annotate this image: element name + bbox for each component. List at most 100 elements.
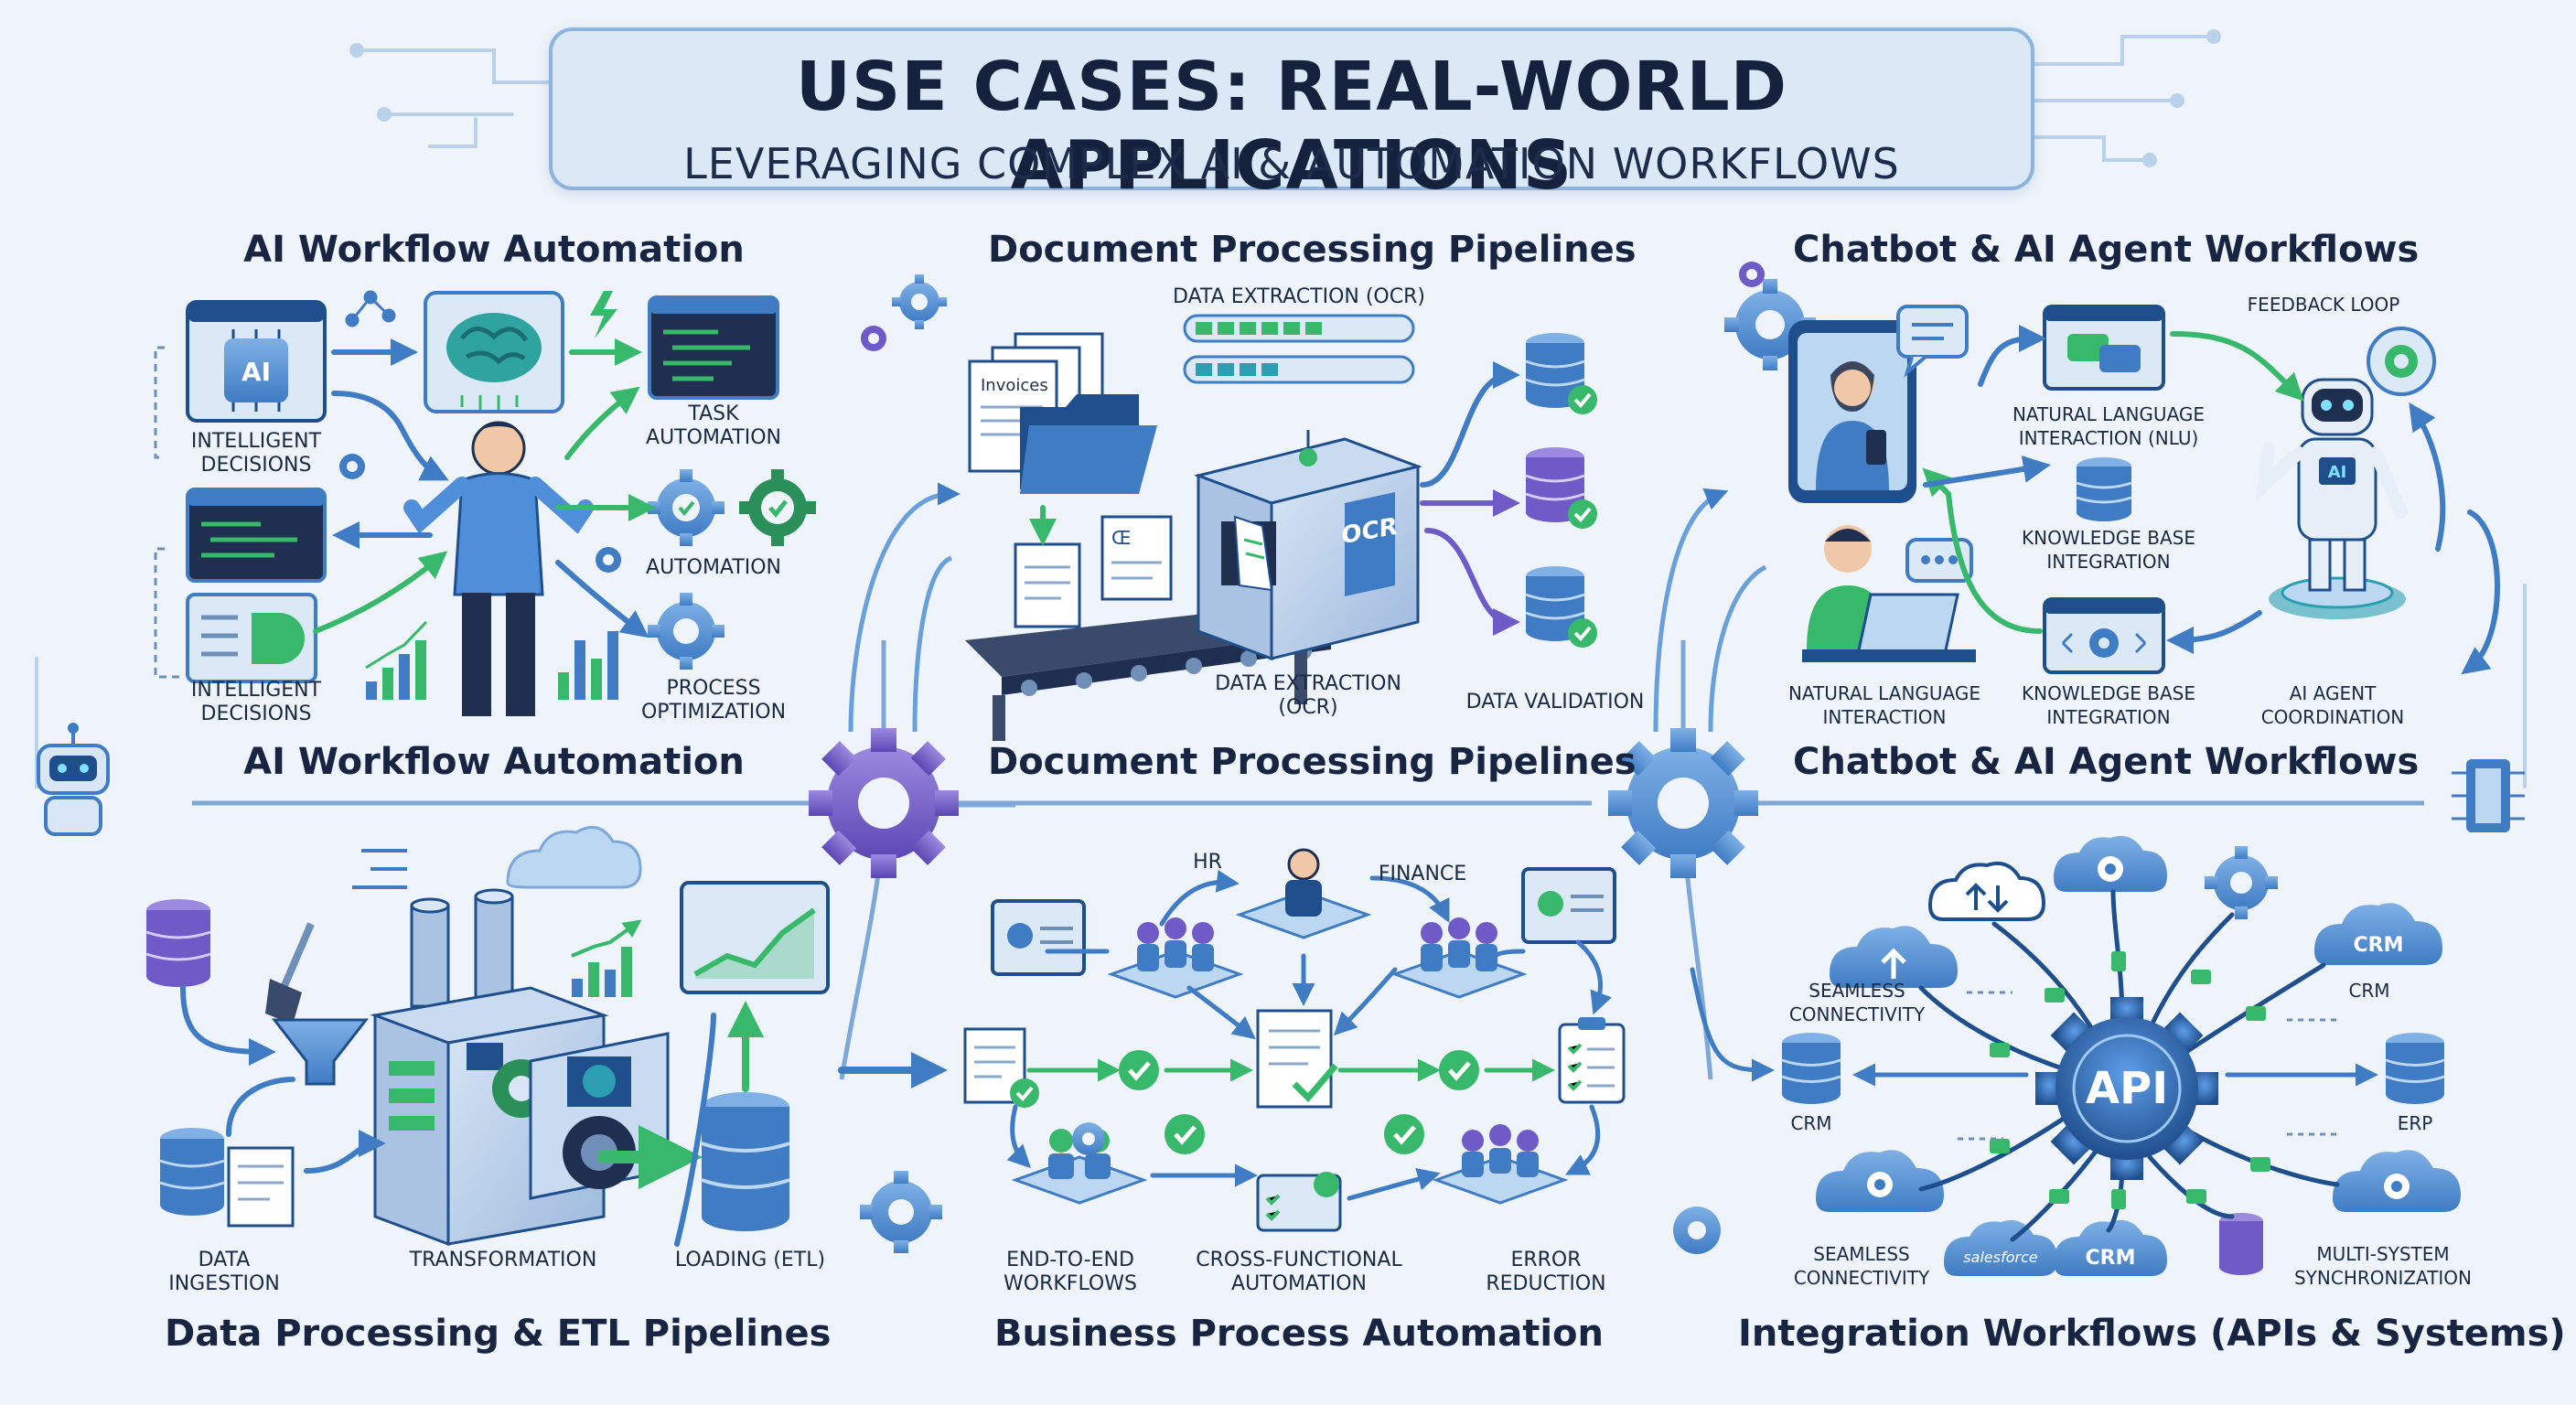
gear-icon	[892, 274, 947, 329]
circuit-nodes	[349, 29, 2221, 167]
bar-chart-icon	[558, 631, 618, 700]
database-icon	[1525, 447, 1597, 529]
ai-workflow-heading-bottom: AI Workflow Automation	[243, 741, 745, 783]
cloud-icon: CRM	[2314, 903, 2442, 965]
label-intelligent-decisions: INTELLIGENT DECISIONS	[190, 430, 322, 477]
factory-icon	[370, 888, 670, 1247]
progress-bar	[1183, 314, 1415, 343]
title-banner: USE CASES: REAL-WORLD APPLICATIONS LEVER…	[549, 27, 2034, 205]
laptop-icon	[1802, 525, 1976, 662]
etl-section	[145, 825, 948, 1247]
cloud-icon	[1830, 926, 1958, 988]
page-subtitle: LEVERAGING COMPLEX AI & AUTOMATION WORKF…	[683, 139, 1900, 188]
chat-window-icon	[2043, 305, 2165, 391]
gear-icon	[809, 728, 959, 878]
team-icon	[1011, 1129, 1148, 1205]
label-intelligent-decisions-2: INTELLIGENT DECISIONS	[190, 679, 322, 725]
gear-icon	[648, 593, 724, 670]
label-error-reduction: ERROR REDUCTION	[1486, 1249, 1606, 1295]
label-hr: HR	[1193, 851, 1222, 874]
team-icon	[1432, 1124, 1569, 1205]
database-icon	[1525, 566, 1597, 648]
document-icon	[186, 593, 317, 683]
database-icon	[1525, 333, 1597, 414]
gear-icon	[1608, 728, 1758, 878]
label-feedback-loop: FEEDBACK LOOP	[2247, 294, 2400, 316]
person-icon	[403, 421, 594, 716]
ai-chip-icon: AI	[186, 300, 327, 423]
label-crm-top: CRM	[2348, 980, 2390, 1002]
label-cross-functional-automation: CROSS-FUNCTIONAL AUTOMATION	[1196, 1249, 1402, 1295]
salesforce-cloud-text: salesforce	[1963, 1249, 2038, 1266]
dashed-links	[1958, 991, 2342, 1141]
crm-cloud-text: CRM	[2086, 1247, 2136, 1270]
check-icon	[1165, 1114, 1205, 1154]
database-icon	[1781, 1033, 1841, 1104]
folder-icon	[1020, 394, 1157, 494]
label-seamless-connectivity: SEAMLESS CONNECTIVITY	[1788, 980, 1926, 1025]
clipboard-icon	[1558, 1017, 1626, 1104]
database-icon	[2076, 457, 2132, 521]
team-icon	[1107, 917, 1244, 999]
gear-icon	[596, 547, 621, 573]
label-nlu: NATURAL LANGUAGE INTERACTION (NLU)	[2012, 403, 2206, 449]
cloud-icon	[1816, 1150, 1944, 1212]
gear-icon	[739, 469, 816, 546]
gear-icon	[860, 1171, 942, 1253]
cloud-icon: CRM	[2054, 1219, 2167, 1276]
integration-heading: Integration Workflows (APIs & Systems)	[1738, 1313, 2566, 1355]
code-window-icon	[648, 295, 779, 400]
profile-window-icon	[1521, 867, 1616, 944]
progress-bar	[1183, 355, 1415, 384]
label-data-ingestion: DATA INGESTION	[168, 1249, 280, 1295]
chart-window-icon	[680, 881, 830, 994]
gear-icon	[2367, 327, 2436, 396]
label-loading-etl: LOADING (ETL)	[674, 1249, 826, 1271]
page-title: USE CASES: REAL-WORLD APPLICATIONS	[795, 48, 1788, 205]
gear-icon	[648, 469, 724, 546]
funnel-icon	[271, 1018, 370, 1086]
shovel-icon	[265, 922, 315, 1024]
cloud-icon	[506, 825, 642, 889]
team-icon	[1390, 917, 1528, 999]
cloud-icon	[2333, 1150, 2461, 1212]
label-end-to-end-workflows: END-TO-END WORKFLOWS	[1004, 1249, 1137, 1295]
label-transformation: TRANSFORMATION	[409, 1249, 597, 1271]
label-kb-integration-2: KNOWLEDGE BASE INTEGRATION	[2022, 682, 2195, 728]
label-data-validation: DATA VALIDATION	[1465, 691, 1645, 713]
database-icon	[2385, 1033, 2445, 1104]
database-icon	[145, 899, 211, 987]
document-icon	[1256, 1009, 1338, 1109]
robot-icon: AI	[2255, 378, 2408, 619]
smartphone-icon	[1788, 320, 1916, 503]
label-finance: FINANCE	[1378, 863, 1467, 885]
api-gear-icon: API	[2035, 997, 2218, 1180]
chatbot-heading-bottom: Chatbot & AI Agent Workflows	[1793, 741, 2420, 783]
lightning-icon	[590, 291, 617, 338]
document-heading-bottom: Document Processing Pipelines	[988, 741, 1637, 783]
gear-icon	[1724, 279, 1816, 370]
invoice-text: Invoices	[981, 376, 1048, 395]
cloud-icon	[2054, 835, 2167, 892]
document-heading-top: Document Processing Pipelines	[988, 229, 1637, 271]
label-data-extraction-bottom: DATA EXTRACTION (OCR)	[1215, 672, 1401, 719]
gear-icon	[339, 454, 365, 479]
ai-workflow-heading-top: AI Workflow Automation	[243, 229, 745, 271]
code-lines	[352, 849, 407, 889]
ai-badge-text: AI	[242, 357, 271, 387]
label-nl-interaction: NATURAL LANGUAGE INTERACTION	[1787, 682, 1981, 728]
label-erp: ERP	[2397, 1112, 2433, 1134]
label-seamless-connectivity-2: SEAMLESS CONNECTIVITY	[1793, 1243, 1930, 1289]
document-icon	[227, 1146, 295, 1228]
gear-icon	[2205, 846, 2278, 919]
bar-chart-icon	[365, 620, 428, 700]
plug-icon	[1990, 951, 2270, 1209]
label-task-automation: TASK AUTOMATION	[646, 402, 781, 449]
gear-icon	[1673, 1207, 1721, 1254]
label-kb-integration: KNOWLEDGE BASE INTEGRATION	[2022, 527, 2195, 573]
document-icon	[963, 1027, 1039, 1108]
chatbot-section: AI	[1653, 262, 2500, 733]
label-multi-system-sync: MULTI-SYSTEM SYNCHRONIZATION	[2293, 1243, 2473, 1289]
